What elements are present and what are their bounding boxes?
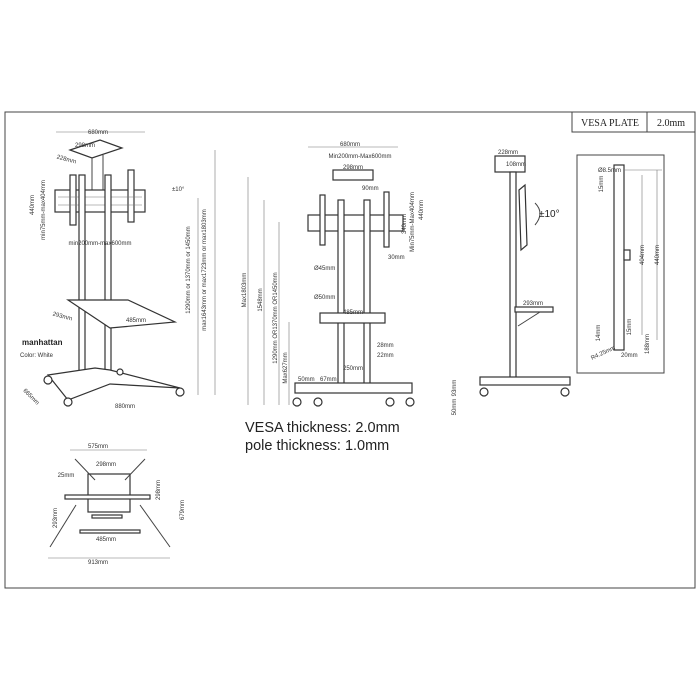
color-label: Color: White xyxy=(20,353,54,359)
brand-logo: manhattan xyxy=(22,338,63,347)
dim-label: min200mm-max600mm xyxy=(68,241,131,247)
center-front-view: 680mm Min200mm-Max600mm 298mm 90mm 340mm… xyxy=(242,142,425,407)
dim-label: 67mm xyxy=(320,377,337,383)
dim-label: 665mm xyxy=(22,388,40,406)
dim-label: 680mm xyxy=(88,130,108,136)
pole-thickness-note: pole thickness: 1.0mm xyxy=(245,438,389,454)
dim-label: 298mm xyxy=(156,480,162,500)
dim-label: 440mm xyxy=(655,245,661,265)
dim-label: 485mm xyxy=(126,318,146,324)
tilt-label: ±10° xyxy=(539,209,560,220)
vesa-plate-detail: Ø8.5mm 15mm 404mm 440mm 14mm 15mm 188mm … xyxy=(576,154,665,374)
dim-label: Min75mm-Max404mm xyxy=(410,192,416,252)
dim-label: 1548mm xyxy=(258,288,264,311)
dim-label: Max627mm xyxy=(283,352,289,383)
dim-label: 25mm xyxy=(58,473,75,479)
dim-label: 293mm xyxy=(53,508,59,528)
dim-label: 575mm xyxy=(88,444,108,450)
front-perspective-view: 680mm 298mm 228mm 440mm min75mm-max404mm… xyxy=(20,130,216,410)
table-name: VESA PLATE xyxy=(581,118,639,129)
dim-label: 298mm xyxy=(96,462,116,468)
dim-label: 404mm xyxy=(640,245,646,265)
dim-label: max1643mm or max1723mm or max1803mm xyxy=(202,209,208,330)
dim-label: 298mm xyxy=(343,165,363,171)
dim-label: 440mm xyxy=(30,195,36,215)
dim-label: 22mm xyxy=(377,353,394,359)
dim-label: 293mm xyxy=(52,312,73,323)
dim-label: 250mm xyxy=(343,366,363,372)
dim-label: R4.25mm xyxy=(590,345,616,361)
dim-label: 20mm xyxy=(621,353,638,359)
dim-label: 188mm xyxy=(645,334,651,354)
dim-label: 15mm xyxy=(627,319,633,336)
dim-label: 93mm xyxy=(452,380,458,397)
dim-label: 679mm xyxy=(180,500,186,520)
dim-label: 228mm xyxy=(56,155,77,166)
side-view: 228mm 108mm ±10° 293mm 93mm 50mm xyxy=(452,150,571,416)
dim-label: 50mm xyxy=(298,377,315,383)
dim-label: min75mm-max404mm xyxy=(41,180,47,240)
dim-label: Ø50mm xyxy=(314,295,335,301)
dim-label: Ø45mm xyxy=(314,266,335,272)
dim-label: 680mm xyxy=(340,142,360,148)
dim-label: 485mm xyxy=(96,537,116,543)
dim-label: 485mm xyxy=(343,310,363,316)
dim-label: 90mm xyxy=(362,186,379,192)
dim-label: 50mm xyxy=(452,399,458,416)
vesa-thickness-note: VESA thickness: 2.0mm xyxy=(245,420,400,436)
dim-label: 298mm xyxy=(75,143,95,149)
dim-label: 30mm xyxy=(388,255,405,261)
tilt-label: ±10° xyxy=(172,187,185,193)
dim-label: 228mm xyxy=(498,150,518,156)
dim-label: 880mm xyxy=(115,404,135,410)
dim-label: Max1803mm xyxy=(242,273,248,308)
dim-label: 293mm xyxy=(523,301,543,307)
dim-label: 108mm xyxy=(506,162,526,168)
dim-label: 28mm xyxy=(377,343,394,349)
dim-label: 1290mm OR1370mm OR1450mm xyxy=(273,272,279,363)
dim-label: 440mm xyxy=(419,200,425,220)
top-view: 575mm 298mm 25mm 298mm 293mm 679mm 485mm… xyxy=(48,444,186,566)
dim-label: Ø8.5mm xyxy=(598,168,621,174)
dim-label: 340mm xyxy=(402,214,408,234)
spec-table: VESA PLATE 2.0mm xyxy=(571,111,696,133)
table-value: 2.0mm xyxy=(657,118,685,129)
dim-label: 913mm xyxy=(88,560,108,566)
drawing-frame xyxy=(4,111,696,589)
dim-label: 14mm xyxy=(596,325,602,342)
dim-label: 1290mm or 1370mm or 1450mm xyxy=(186,226,192,313)
dim-label: Min200mm-Max600mm xyxy=(328,154,391,160)
dim-label: 15mm xyxy=(599,176,605,193)
